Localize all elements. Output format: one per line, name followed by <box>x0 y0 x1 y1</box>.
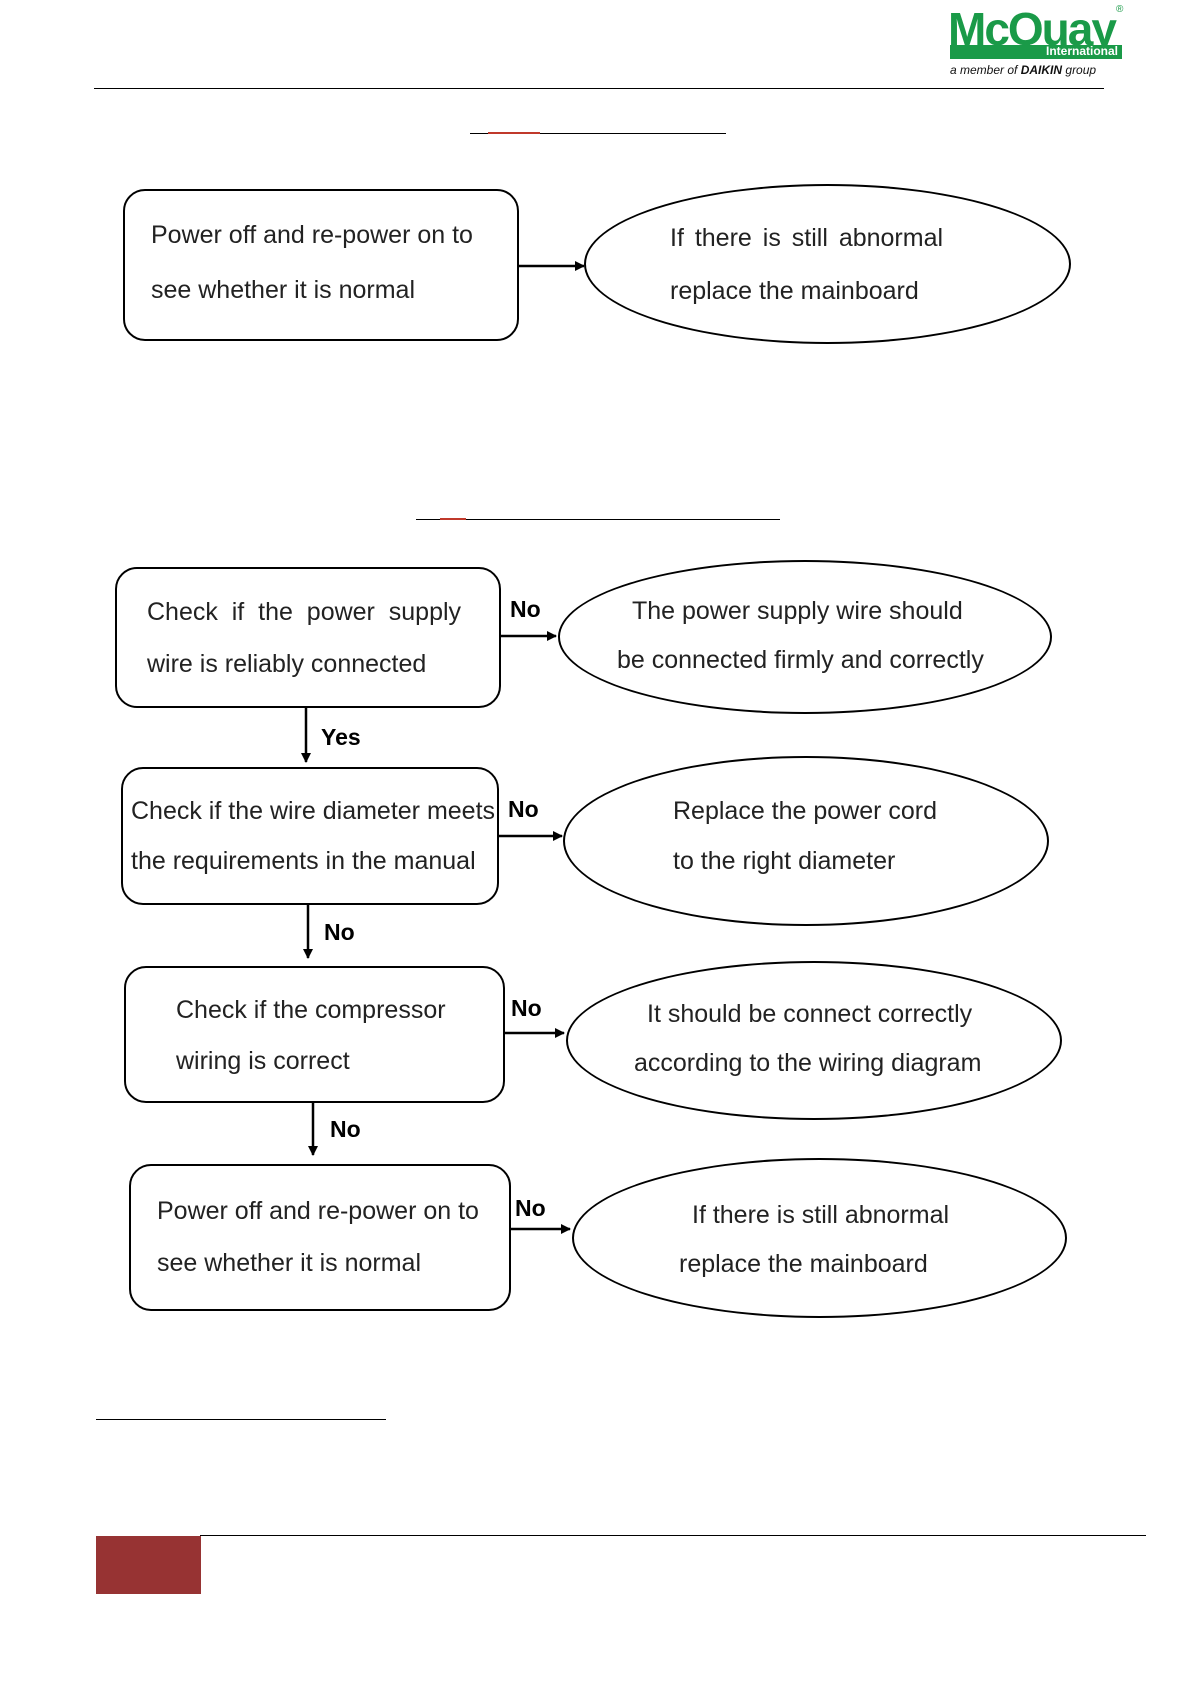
step3-no-label: No <box>511 995 542 1021</box>
header-rule <box>94 88 1104 89</box>
step2-no-label: No <box>508 796 539 822</box>
step1-result-oval <box>558 560 1052 714</box>
section-title-underline-1 <box>470 133 726 134</box>
step2-box-line2: the requirements in the manual <box>131 847 476 875</box>
step1-oval-line2: be connected firmly and correctly <box>617 646 984 674</box>
section-title-underline-3 <box>96 1419 386 1420</box>
step3-oval-line2: according to the wiring diagram <box>634 1049 982 1077</box>
underline-accent-2 <box>440 518 466 520</box>
step3-box-line1: Check if the compressor <box>176 996 446 1024</box>
flow1-check-box <box>123 189 519 341</box>
step3-result-oval <box>566 961 1062 1120</box>
step1-box-line2: wire is reliably connected <box>147 650 427 678</box>
step2-check-box <box>121 767 499 905</box>
footer-rule <box>200 1535 1146 1536</box>
flow1-box-line2: see whether it is normal <box>151 276 416 304</box>
registered-mark-icon: ® <box>1116 4 1124 15</box>
logo-sub-brand: DAIKIN <box>1020 63 1063 77</box>
step3-box-line2: wiring is correct <box>176 1047 350 1075</box>
step4-result-oval <box>572 1158 1067 1318</box>
step3-down-label: No <box>330 1116 361 1142</box>
step2-oval-line2: to the right diameter <box>673 847 896 875</box>
footer-page-block <box>96 1536 201 1594</box>
flow1-box-line1: Power off and re-power on to <box>151 221 473 249</box>
flow1-oval-line2: replace the mainboard <box>670 277 919 305</box>
section-title-underline-2 <box>416 519 780 520</box>
step2-result-oval <box>563 756 1049 926</box>
underline-accent-1 <box>488 132 540 134</box>
logo-tagline-bar: International <box>950 44 1122 59</box>
step4-oval-line1: If there is still abnormal <box>692 1201 950 1229</box>
step1-box-line1: Check if the power supply <box>147 598 462 626</box>
step2-box-line1: Check if the wire diameter meets <box>131 797 496 825</box>
step4-no-label: No <box>515 1195 546 1221</box>
step4-oval-line2: replace the mainboard <box>679 1250 928 1278</box>
step3-oval-line1: It should be connect correctly <box>647 1000 973 1028</box>
step4-box-line2: see whether it is normal <box>157 1249 422 1277</box>
logo-sub-prefix: a member of <box>950 63 1018 77</box>
step2-down-label: No <box>324 919 355 945</box>
step4-box-line1: Power off and re-power on to <box>157 1197 479 1225</box>
flow1-result-oval <box>584 184 1071 344</box>
step1-no-label: No <box>510 596 541 622</box>
logo-sub-suffix: group <box>1065 63 1097 77</box>
logo-tagline: International <box>1045 44 1118 58</box>
flow1-oval-line1: If there is still abnormal <box>670 224 944 252</box>
step1-check-box <box>115 567 501 708</box>
step4-check-box <box>129 1164 511 1311</box>
step1-oval-line1: The power supply wire should <box>632 597 963 625</box>
step3-check-box <box>124 966 505 1103</box>
step2-oval-line1: Replace the power cord <box>673 797 938 825</box>
logo-subline: a member of DAIKIN group <box>950 63 1096 77</box>
step1-yes-label: Yes <box>321 724 361 750</box>
